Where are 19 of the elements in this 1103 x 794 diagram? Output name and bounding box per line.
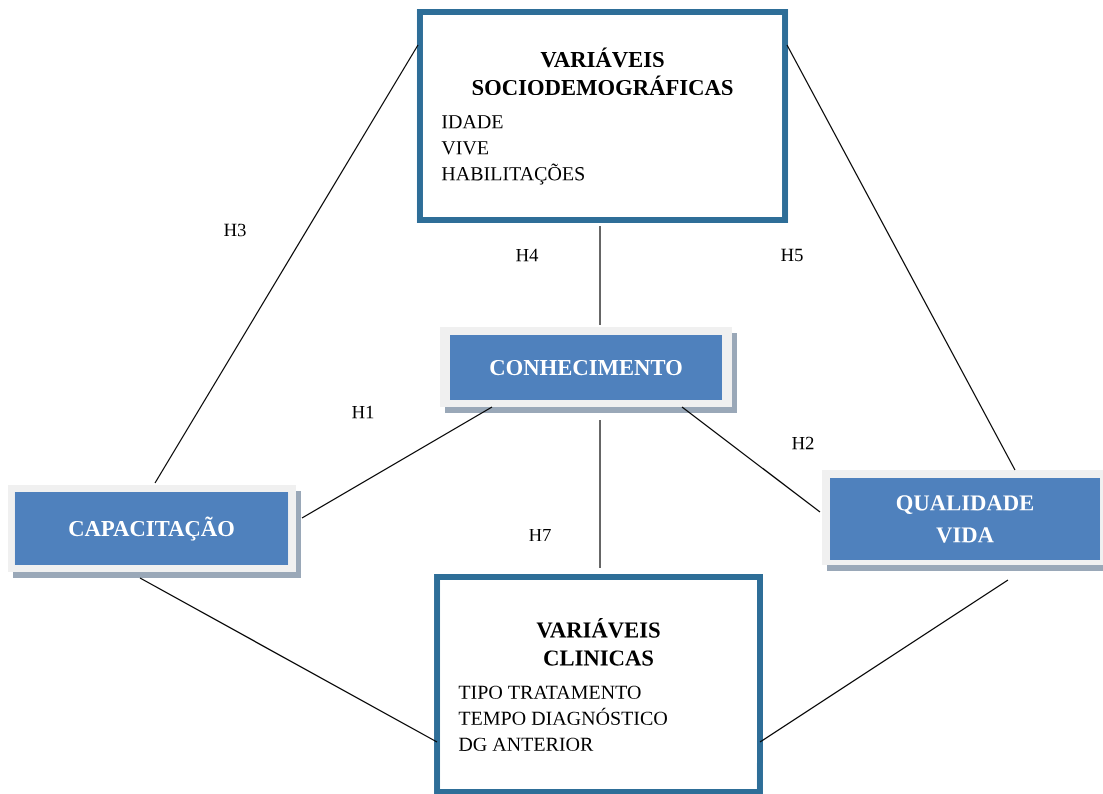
edge-label: H4 [514,247,540,263]
edge-label: H5 [779,247,805,263]
variables-box: VARIÁVEIS CLINICAS TIPO TRATAMENTO TEMPO DIAGNÓSTICO DG ANTERIOR [434,574,763,794]
connector-line [301,406,493,519]
label-box: CONHECIMENTO [440,327,737,413]
edge-label: H2 [790,435,816,451]
edge-label: H7 [527,527,553,543]
connector-line [599,225,601,326]
label-box: QUALIDADE VIDA [822,470,1103,571]
connector-line [786,44,1016,471]
connector-line [681,406,821,513]
connector-line [599,419,601,569]
variables-box: VARIÁVEIS SOCIODEMOGRÁFICAS IDADE VIVE HABILITAÇÕES [416,9,789,223]
label-box: CAPACITAÇÃO [8,485,301,578]
connector-line [759,579,1009,743]
edge-label: H3 [222,222,248,238]
connector-line [154,44,419,484]
connector-line [139,577,438,743]
edge-label: H1 [350,404,376,420]
